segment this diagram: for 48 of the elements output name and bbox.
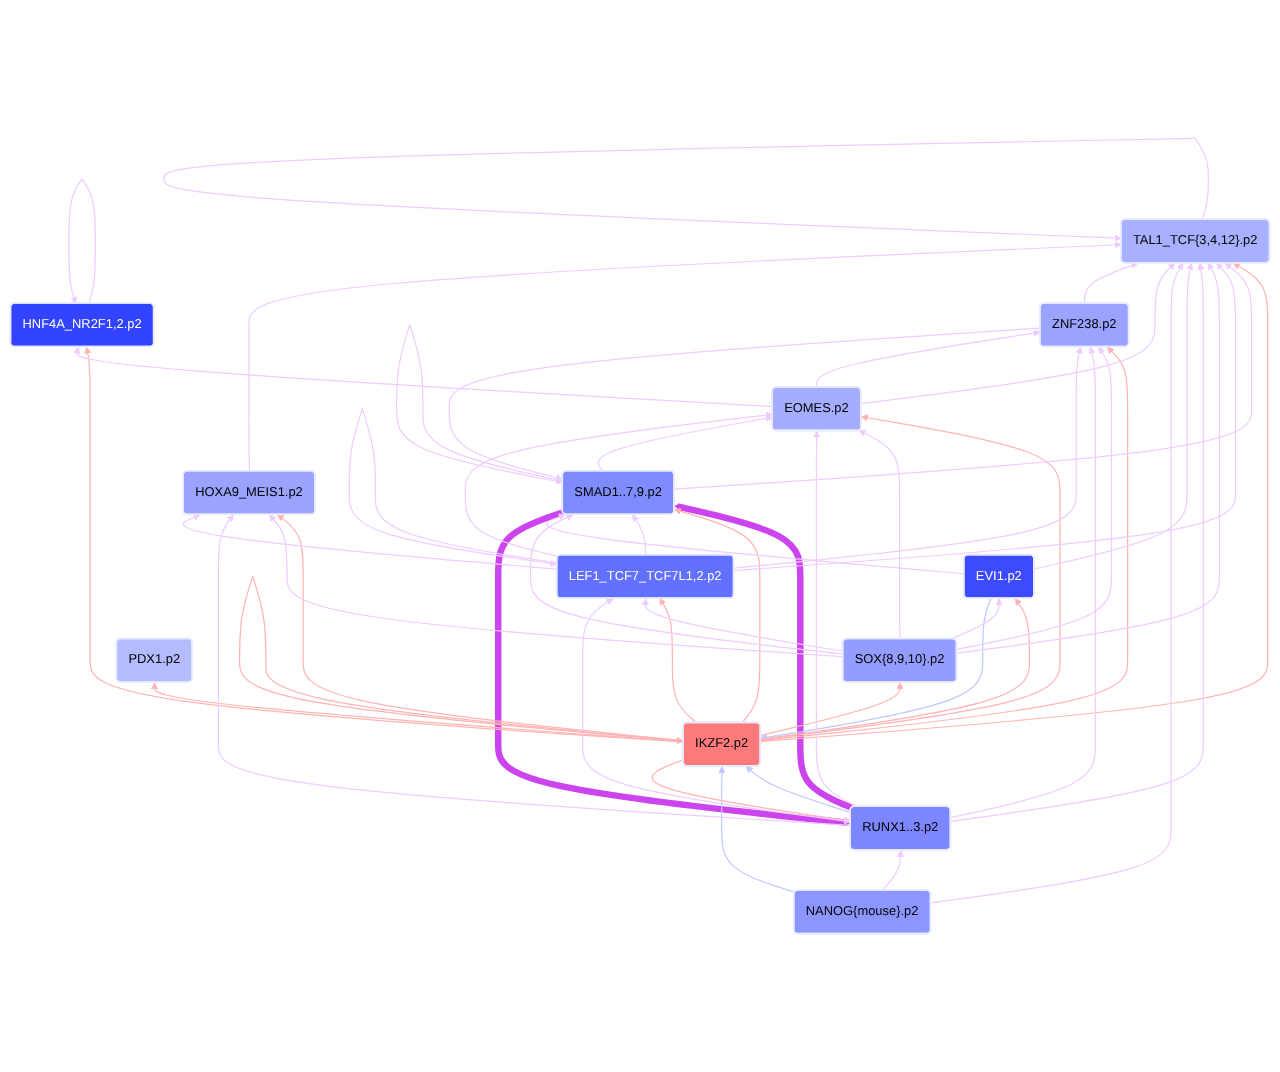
arrow — [718, 765, 796, 893]
arrow — [858, 430, 901, 640]
arrow — [659, 598, 698, 724]
arrow — [860, 262, 1175, 405]
arrow — [464, 411, 773, 557]
arrow — [813, 430, 858, 808]
arrow — [760, 598, 1031, 740]
arrow — [651, 759, 851, 824]
arrow — [73, 346, 774, 408]
arrow — [760, 262, 1269, 743]
arrow — [745, 765, 852, 814]
arrow — [217, 514, 852, 826]
arrow — [1033, 262, 1194, 570]
arrow — [674, 503, 853, 811]
arrow — [950, 598, 1003, 640]
arrow — [84, 346, 685, 743]
arrow — [396, 324, 564, 485]
arrow — [448, 327, 1041, 481]
arrow — [760, 414, 1061, 741]
arrow — [494, 509, 851, 826]
arrow — [632, 514, 647, 556]
arrow — [760, 346, 1129, 742]
arrow — [674, 507, 761, 724]
arrow — [1084, 262, 1139, 305]
arrow — [641, 598, 844, 652]
arrow — [268, 514, 844, 658]
arrow — [956, 262, 1220, 654]
arrow — [348, 408, 558, 567]
arrow — [163, 137, 1209, 242]
arrow — [956, 346, 1113, 650]
arrow — [182, 513, 558, 570]
arrow — [248, 241, 1122, 472]
arrow — [582, 598, 851, 825]
arrow — [760, 682, 904, 736]
arrow — [546, 513, 965, 575]
arrow — [68, 178, 96, 305]
arrow — [733, 262, 1237, 572]
arrow — [673, 262, 1253, 490]
arrow — [238, 575, 685, 745]
arrow — [950, 262, 1205, 823]
arrow — [816, 329, 1041, 388]
arrow — [597, 414, 773, 472]
arrow — [760, 597, 992, 741]
arrow — [529, 514, 844, 655]
arrow — [950, 346, 1096, 819]
arrow — [733, 346, 1083, 569]
arrow — [881, 849, 905, 892]
arrow — [930, 262, 1184, 904]
